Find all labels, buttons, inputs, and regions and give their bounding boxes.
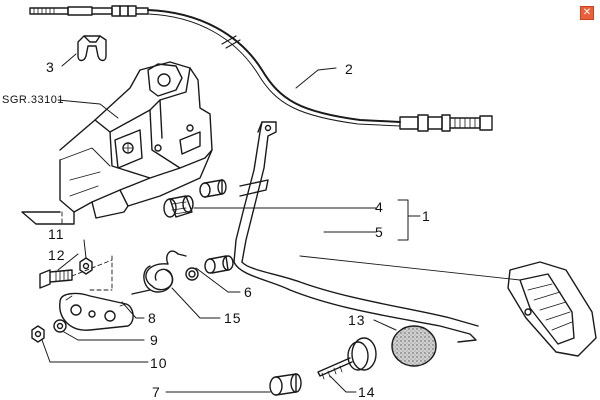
bushing-6 <box>185 255 234 281</box>
rubber-cap <box>391 325 437 367</box>
pin-spacer <box>199 179 227 198</box>
callout-6: 6 <box>244 284 253 300</box>
washer-9 <box>53 319 67 333</box>
callout-12: 12 <box>48 247 66 263</box>
callout-13: 13 <box>348 312 366 328</box>
callout-1: 1 <box>422 208 431 224</box>
callout-9: 9 <box>150 332 159 348</box>
throttle-cable <box>29 5 493 132</box>
callout-7: 7 <box>152 384 161 400</box>
cable-clip <box>77 35 107 62</box>
callout-10: 10 <box>150 355 168 371</box>
return-spring <box>131 250 187 295</box>
bush-7 <box>269 373 302 396</box>
pedal-pad <box>507 261 597 357</box>
callout-2: 2 <box>345 61 354 77</box>
bushing-4 <box>163 195 194 218</box>
stop-screw <box>317 337 377 380</box>
pedal-bracket <box>21 61 213 225</box>
alignment-lines <box>61 211 113 291</box>
callout-3: 3 <box>46 59 55 75</box>
reference-label: SGR.33101 <box>2 94 64 106</box>
support-plate <box>59 292 134 331</box>
nut-10 <box>31 325 45 343</box>
callout-14: 14 <box>358 384 376 400</box>
leader-lines <box>41 53 421 393</box>
bolt-12 <box>39 269 73 289</box>
callout-11: 11 <box>48 226 65 242</box>
callout-15: 15 <box>224 310 242 326</box>
callout-4: 4 <box>375 199 384 215</box>
close-button[interactable]: ✕ <box>580 6 594 20</box>
close-icon: ✕ <box>582 7 592 18</box>
pedal-arm <box>233 121 521 343</box>
callout-5: 5 <box>375 224 384 240</box>
callout-8: 8 <box>148 310 157 326</box>
